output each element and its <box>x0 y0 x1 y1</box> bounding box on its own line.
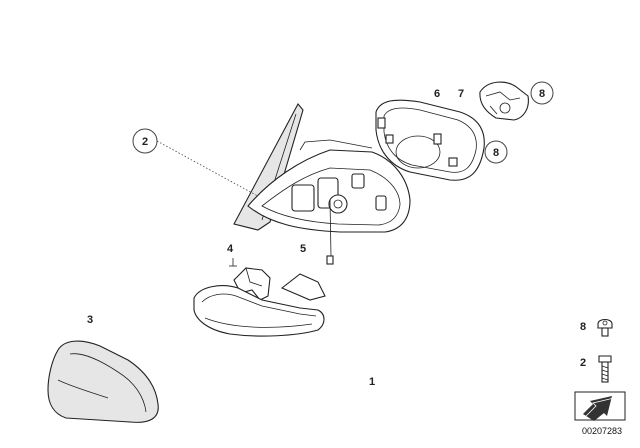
backing-plate-part <box>375 99 485 181</box>
screw-2-icon <box>598 355 612 383</box>
adjust-motor <box>291 184 315 212</box>
label-1: 1 <box>369 376 375 388</box>
connector-plug <box>326 255 334 265</box>
mirror-cap-part <box>47 340 159 423</box>
label-8b-circle <box>484 140 508 164</box>
label-8b: 8 <box>493 147 499 159</box>
label-2: 2 <box>142 136 148 148</box>
label-2-circle <box>132 128 158 154</box>
label-8a-circle <box>530 81 554 105</box>
label-4: 4 <box>227 243 234 255</box>
screw-8-icon <box>597 318 613 337</box>
label-6: 6 <box>434 88 440 100</box>
orientation-arrow-icon <box>574 391 626 421</box>
actuator-part <box>479 81 529 121</box>
label-3: 3 <box>87 314 93 326</box>
turn-signal-part <box>193 285 325 337</box>
label-8a: 8 <box>539 88 545 100</box>
legend-label-8: 8 <box>580 321 586 333</box>
legend-label-2: 2 <box>580 357 586 369</box>
label-7: 7 <box>458 88 464 100</box>
leader-line-2 <box>156 140 266 201</box>
mirror-housing-part <box>247 139 411 265</box>
diagram-id: 00207283 <box>582 426 622 436</box>
bracket-part <box>233 267 326 301</box>
label-5: 5 <box>300 243 306 255</box>
